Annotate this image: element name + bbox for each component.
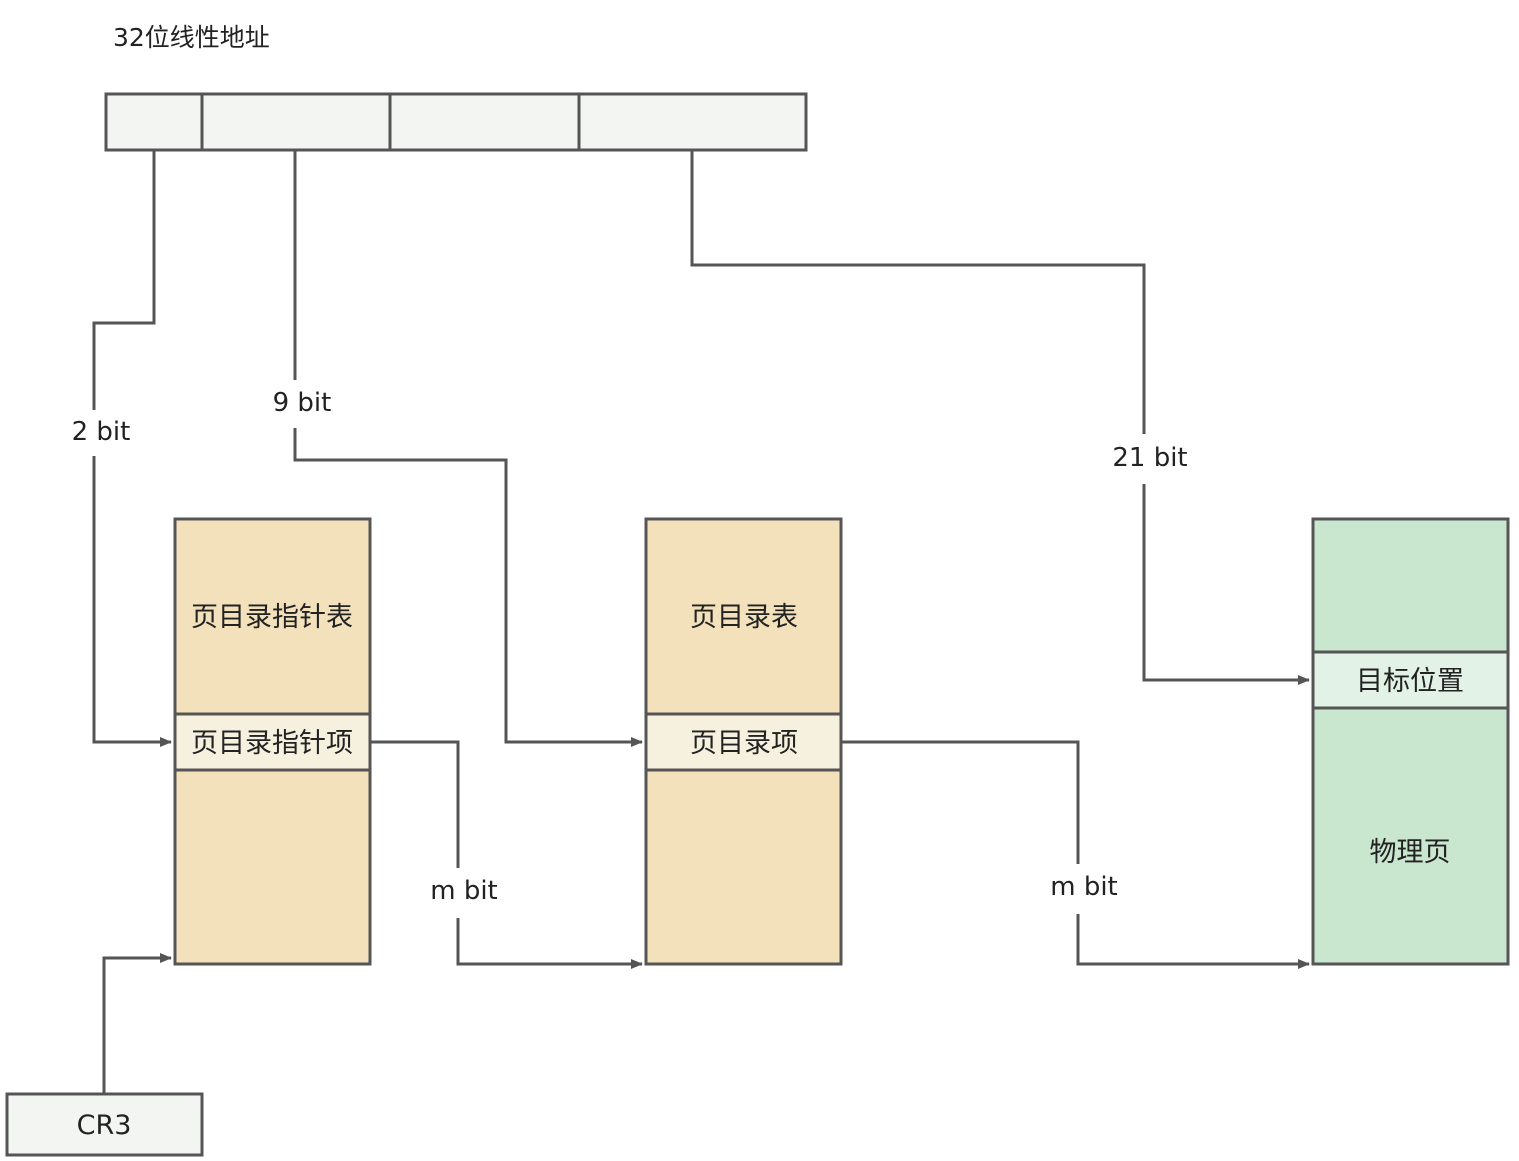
connector-field2-to-pd-entry [293, 150, 643, 747]
label-9-bit: 9 bit [273, 388, 332, 418]
target-location-box [1311, 650, 1510, 710]
connector-pd-entry-to-page [841, 740, 1310, 969]
address-field-3 [388, 92, 581, 152]
cr3-register: CR3 [5, 1092, 204, 1157]
linear-address-bar [104, 92, 808, 152]
cr3-label: CR3 [77, 1110, 132, 1141]
pd-entry-label: 页目录项 [690, 728, 798, 759]
address-field-1 [104, 92, 204, 152]
physical-page: 目标位置 物理页 [1311, 517, 1510, 966]
pdpt-entry-label: 页目录指针项 [191, 728, 353, 759]
label-bg-21bit [1108, 434, 1194, 484]
target-location-label: 目标位置 [1356, 666, 1464, 697]
connector-field4-to-target [690, 150, 1310, 685]
address-field-4 [577, 92, 808, 152]
pd-table-title: 页目录表 [690, 602, 798, 633]
address-title: 32位线性地址 [113, 23, 270, 52]
connector-pdpt-entry-to-pd [370, 740, 643, 969]
pd-table: 页目录表 页目录项 [644, 517, 843, 966]
cr3-box [5, 1092, 204, 1157]
pd-entry-box [644, 712, 843, 772]
pdpt-entry-box [173, 712, 372, 772]
physical-page-title: 物理页 [1370, 837, 1451, 868]
label-2-bit: 2 bit [72, 417, 131, 447]
connector-field1-to-pdpt-entry [92, 150, 172, 747]
label-21-bit: 21 bit [1112, 443, 1187, 473]
pdpt-table-title: 页目录指针表 [191, 602, 353, 633]
physical-page-box [1311, 517, 1510, 966]
connectors [92, 150, 1310, 1094]
label-bg-2bit [64, 410, 138, 456]
address-field-2 [200, 92, 392, 152]
label-bg-9bit [264, 380, 340, 428]
label-m-bit-pdpt: m bit [430, 876, 498, 906]
connector-cr3-to-pdpt [102, 953, 172, 1094]
pdpt-table: 页目录指针表 页目录指针项 [173, 517, 372, 966]
edge-labels: 2 bit 9 bit 21 bit m bit m bit [64, 380, 1194, 918]
label-bg-mbit-2 [1044, 864, 1124, 914]
label-m-bit-pd: m bit [1050, 872, 1118, 902]
label-bg-mbit-1 [424, 868, 504, 918]
